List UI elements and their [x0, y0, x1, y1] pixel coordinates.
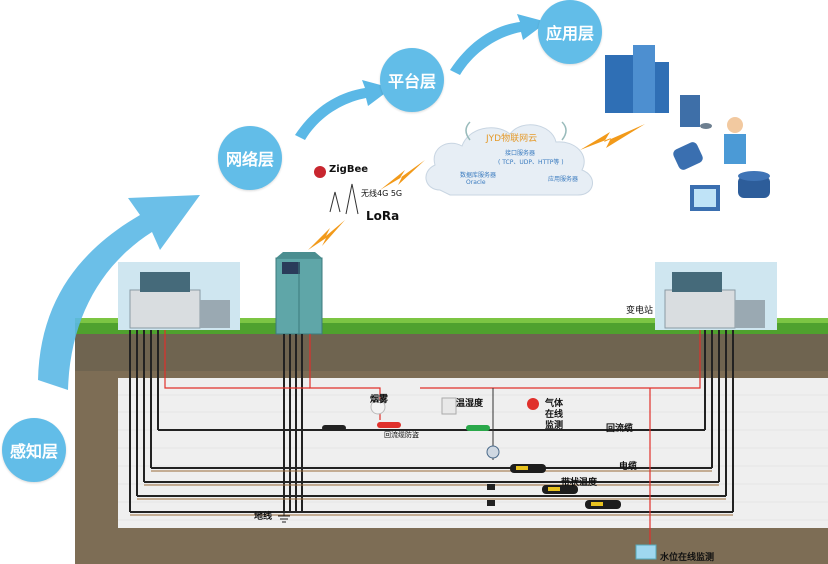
- gas-monitor-label-1: 气体: [545, 399, 564, 409]
- belt-temp-label: 带状温度: [561, 478, 598, 488]
- cable-brown-sheath: [130, 470, 733, 516]
- cloud-title: JYD物联网云: [486, 134, 538, 144]
- db-name-label: Oracle: [466, 179, 486, 186]
- grass-strip: [75, 322, 828, 334]
- temp-humidity-sensor-icon: [441, 397, 457, 415]
- return-cable-label: 回流缆: [606, 424, 634, 434]
- lightning-bolt-1: [308, 220, 345, 250]
- upward-arrow: [38, 195, 200, 390]
- water-level-sensor-icon: [635, 544, 657, 560]
- gas-monitor-label-3: 监测: [545, 421, 564, 431]
- computer-icon: [690, 185, 720, 211]
- smoke-label: 烟雾: [370, 395, 389, 405]
- return-cable-anti-theft-label: 回流缆防盗: [384, 431, 419, 439]
- lightning-bolt-2: [380, 160, 425, 190]
- interface-server-label: 接口服务器: [505, 150, 536, 157]
- soil-top-layer: [75, 333, 828, 371]
- return-cable-anti-theft-sensor: [377, 422, 401, 428]
- monitoring-cabinet: [275, 252, 323, 335]
- app-server-label: 应用服务器: [548, 176, 579, 183]
- power-cable-label: 电缆: [619, 462, 638, 472]
- zigbee-icon: [314, 166, 326, 178]
- temp-sensor-green: [466, 425, 490, 431]
- horizontal-cables: [130, 429, 733, 513]
- layer-network: 网络层: [218, 126, 282, 190]
- substation-right: [655, 262, 777, 330]
- building-icon: [605, 45, 669, 113]
- server-icon: [680, 95, 712, 129]
- substation-left: [118, 262, 240, 330]
- db-server-label: 数据库服务器: [460, 172, 497, 179]
- mobile-network-label: 无线4G 5G: [361, 189, 403, 198]
- arrow-network-platform: [295, 80, 392, 140]
- arrow-platform-application: [450, 14, 547, 75]
- layer-sense: 感知层: [2, 418, 66, 482]
- protocols-label: ( TCP、UDP、HTTP等 ): [498, 159, 564, 166]
- zigbee-label: ZigBee: [329, 164, 369, 175]
- tunnel: [118, 378, 828, 528]
- substation-label: 变电站: [626, 306, 654, 316]
- ground-symbol-icon: [278, 512, 290, 523]
- water-level-label: 水位在线监测: [660, 553, 715, 563]
- telephone-icon: [738, 171, 770, 198]
- phone-icon: [673, 142, 703, 170]
- temp-humidity-label: 温湿度: [456, 399, 484, 409]
- layer-platform: 平台层: [380, 48, 444, 112]
- return-cable-sensor-dark: [322, 425, 346, 431]
- antenna-tower-icon: [329, 183, 359, 215]
- user-icon: [724, 117, 746, 164]
- layer-application: 应用层: [538, 0, 602, 64]
- gas-sensor-icon: [527, 398, 539, 410]
- lightning-bolt-3: [580, 124, 645, 150]
- lora-label: LoRa: [366, 209, 400, 223]
- cloud-shape: [425, 124, 593, 196]
- gas-monitor-label-2: 在线: [545, 410, 564, 420]
- ground-wire-label: 地线: [254, 512, 273, 522]
- smoke-detector-icon: [370, 399, 386, 415]
- cable-clamp-sensor-icon: [486, 445, 500, 459]
